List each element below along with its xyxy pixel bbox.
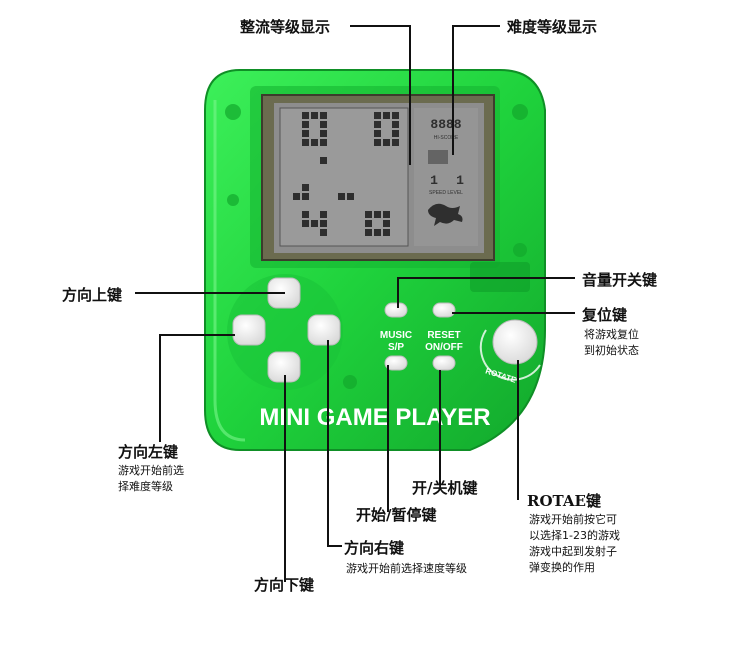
lcd-pixels <box>293 112 399 236</box>
callout-dir-left-desc: 游戏开始前选 择难度等级 <box>118 464 184 493</box>
lcd-pixel <box>320 211 327 218</box>
callout-volume-switch: 音量开关键 <box>582 271 658 289</box>
callout-dir-up: 方向上键 <box>62 286 123 304</box>
device-title: MINI GAME PLAYER <box>259 404 490 431</box>
lcd-mascot-icon <box>428 203 463 226</box>
callout-dir-left: 方向左键 <box>118 443 179 461</box>
lcd-pixel <box>320 130 327 137</box>
lcd-speed-level-label: SPEED LEVEL <box>429 190 463 196</box>
lcd-pixel <box>392 121 399 128</box>
callout-rotae-desc: 游戏开始前按它可 以选择1-23的游戏 游戏中起到发射子 弹变换的作用 <box>529 513 620 574</box>
lcd-pixel <box>320 139 327 146</box>
lcd-pixel <box>374 112 381 119</box>
lcd-pixel <box>302 112 309 119</box>
lcd-pixel <box>320 112 327 119</box>
lcd-pixel <box>302 220 309 227</box>
callout-dir-right-desc: 游戏开始前选择速度等级 <box>346 562 467 575</box>
lcd-level-digit: 1 <box>456 173 464 188</box>
lcd-pixel <box>320 121 327 128</box>
callout-flow-level: 整流等级显示 <box>240 18 331 36</box>
lcd-pixel <box>374 229 381 236</box>
lcd-pixel <box>311 220 318 227</box>
callout-rotae-key: ROTAE键 <box>527 492 601 510</box>
lcd-pixel <box>365 211 372 218</box>
lcd-pixel <box>302 193 309 200</box>
rotate-button[interactable] <box>492 319 538 365</box>
reset-button[interactable] <box>432 302 456 318</box>
lcd-score-digits: 8888 <box>430 117 461 132</box>
dpad <box>227 274 343 390</box>
lcd-pixel <box>383 139 390 146</box>
lcd-pixel <box>293 193 300 200</box>
lcd-hiscore-label: HI-SCORE <box>434 135 459 141</box>
lcd-pixel <box>383 211 390 218</box>
callout-power-key: 开/关机键 <box>412 479 478 497</box>
lcd-pixel <box>320 229 327 236</box>
dpad-right-button[interactable] <box>307 314 341 346</box>
lcd-pixel <box>302 130 309 137</box>
music-sublabel: S/P <box>388 342 404 353</box>
lcd-pixel <box>320 220 327 227</box>
lcd-pixel <box>374 130 381 137</box>
lcd-pixel <box>392 112 399 119</box>
lcd-pixel <box>311 112 318 119</box>
reset-label: RESET <box>427 330 460 341</box>
lcd-pixel <box>374 139 381 146</box>
lcd-pixel <box>383 112 390 119</box>
dpad-left-button[interactable] <box>232 314 266 346</box>
lcd-pixel <box>311 139 318 146</box>
lcd-pixel <box>392 139 399 146</box>
music-button[interactable] <box>384 302 408 318</box>
lcd-speed-digit: 1 <box>430 173 438 188</box>
lcd-pixel <box>302 211 309 218</box>
power-button[interactable] <box>432 355 456 371</box>
start-pause-button[interactable] <box>384 355 408 371</box>
callout-lines <box>135 25 575 582</box>
lcd-pixel <box>302 121 309 128</box>
reset-sublabel: ON/OFF <box>425 342 463 353</box>
lcd-pixel <box>374 211 381 218</box>
music-label: MUSIC <box>380 330 412 341</box>
lcd-pixel <box>392 130 399 137</box>
lcd-pixel <box>374 121 381 128</box>
lcd-pixel <box>365 220 372 227</box>
callout-start-pause: 开始/暂停键 <box>356 506 437 524</box>
lcd-pixel <box>320 157 327 164</box>
lcd-pixel <box>365 229 372 236</box>
callout-reset-desc: 将游戏复位 到初始状态 <box>584 328 639 357</box>
callout-dir-down: 方向下键 <box>254 576 315 594</box>
lcd-pixel <box>383 229 390 236</box>
callout-difficulty-level: 难度等级显示 <box>507 18 598 36</box>
lcd-pixel <box>347 193 354 200</box>
lcd-pixel <box>338 193 345 200</box>
callout-dir-right: 方向右键 <box>344 539 405 557</box>
lcd-pixel <box>302 139 309 146</box>
lcd-pixel <box>302 184 309 191</box>
callout-reset-key: 复位键 <box>582 306 628 324</box>
lcd-pixel <box>383 220 390 227</box>
